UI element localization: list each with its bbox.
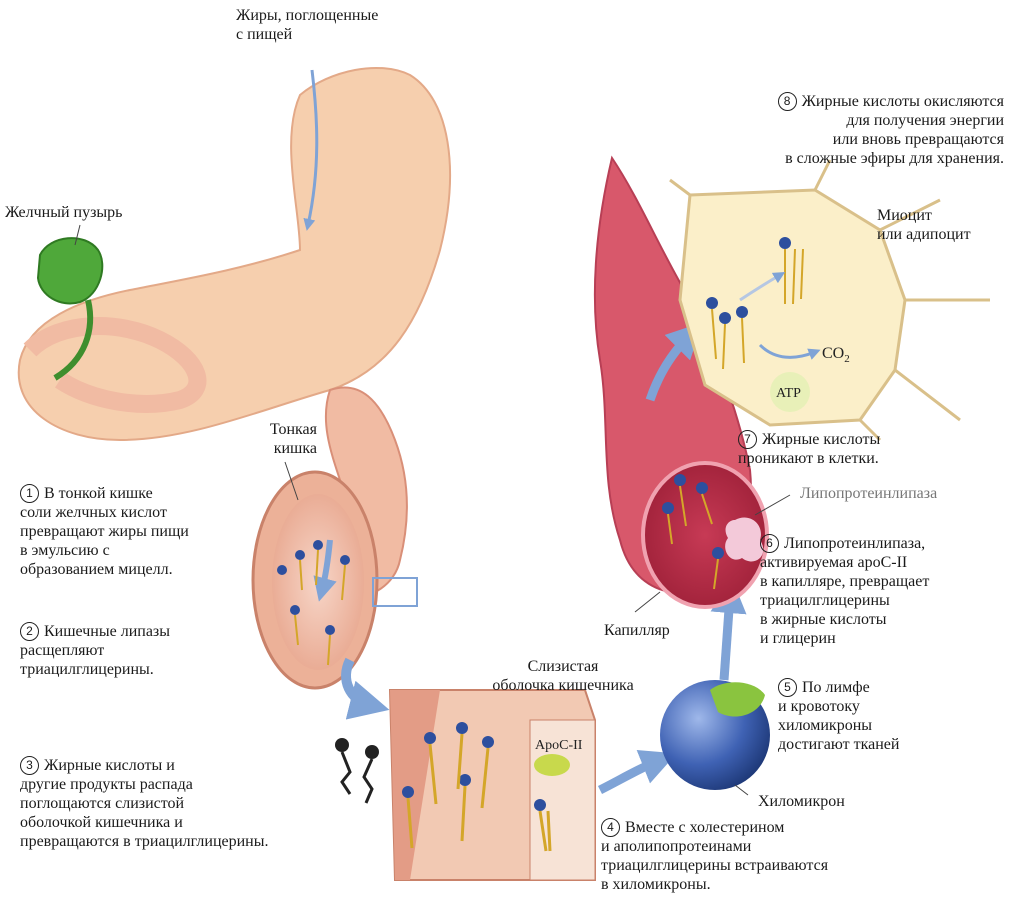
step-8-number: 8 (777, 92, 797, 111)
lipoprotein-lipase-blob (725, 517, 764, 562)
gallbladder-shape (36, 237, 104, 305)
micelles (277, 540, 350, 666)
chylomicron-to-capillary-arrow (710, 577, 747, 681)
myocyte-label: Миоцит или адипоцит (877, 207, 971, 243)
step-6-number: 6 (760, 534, 779, 553)
co2-text: CO (822, 345, 844, 362)
zoom-box (372, 577, 418, 607)
small-intestine-label: Тонкая кишка (269, 421, 317, 457)
step-4-number: 4 (601, 818, 620, 837)
step-7-text: Жирные кислоты проникают в клетки. (738, 431, 881, 467)
cell-body (678, 188, 907, 427)
chylomicron-label: Хиломикрон (758, 793, 845, 810)
capillary-lipids (662, 474, 724, 590)
intestine-loop (23, 317, 207, 413)
step-4-text: Вместе с холестерином и аполипопротеинам… (601, 819, 829, 893)
step-3-number: 3 (20, 756, 39, 775)
cell-co2-arrow (758, 343, 821, 360)
capillary-label: Капилляр (604, 622, 670, 639)
step-2-number: 2 (20, 622, 39, 641)
apoc-blob (534, 754, 570, 776)
atp-glow (770, 372, 810, 412)
intestinal-mucosa-label: Слизистая оболочка кишечника (492, 658, 634, 694)
atp-label: ATP (776, 386, 801, 401)
step-5-text: По лимфе и кровотоку хиломикроны достига… (778, 679, 900, 753)
co2-subscript: 2 (844, 353, 850, 365)
step-3-text: Жирные кислоты и другие продукты распада… (20, 757, 269, 850)
fatty-acid-molecules (335, 738, 379, 804)
step-7-number: 7 (738, 430, 757, 449)
step-1-text: В тонкой кишке соли желчных кислот превр… (20, 485, 189, 578)
step-2-text: Кишечные липазы расщепляют триацилглицер… (20, 623, 170, 678)
co2-label: CO2 (822, 345, 850, 365)
leader-lines (74, 224, 791, 796)
step-5-number: 5 (778, 678, 797, 697)
lumen-arrow (313, 539, 337, 602)
chylomicron-apoc (710, 682, 765, 717)
dietary-fats-label: Жиры, поглощенные с пищей (236, 7, 379, 43)
capillary-to-cell-arrow (645, 322, 703, 402)
mucosa-lipids (402, 722, 552, 852)
mucosa-to-chylomicron-arrow (597, 749, 677, 795)
lipoprotein-lipase-label: Липопротеинлипаза (800, 485, 938, 502)
stomach (17, 66, 451, 442)
food-path-arrow (303, 69, 319, 231)
gallbladder-label: Желчный пузырь (5, 204, 123, 221)
bile-duct (53, 299, 94, 381)
apoc-label: ApoC-II (535, 738, 583, 753)
intestine-lumen (272, 494, 364, 670)
step-1-number: 1 (20, 484, 39, 503)
step-6-text: Липопротеинлипаза, активируемая apoC-II … (760, 535, 930, 647)
step-8-text: Жирные кислоты окисляются для получения … (785, 93, 1004, 167)
cell-internal-arrow-1 (739, 271, 786, 302)
cell-projections (669, 159, 990, 442)
zoom-arrow (341, 657, 390, 720)
